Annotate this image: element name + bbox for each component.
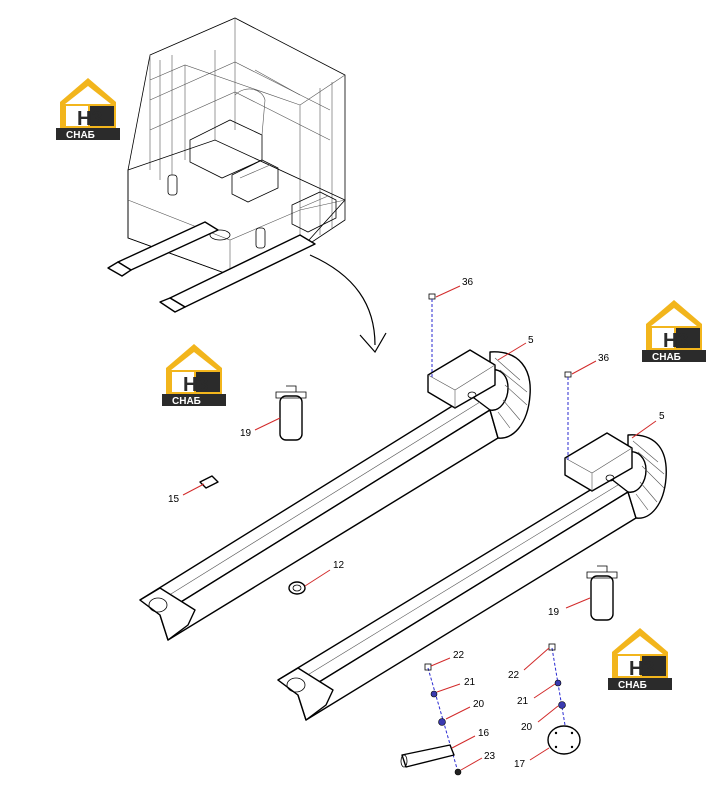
- callout-20b: 20: [521, 722, 533, 733]
- transition-arrow: [309, 254, 376, 346]
- filter-19b: [586, 565, 618, 621]
- clip-15: [199, 475, 219, 489]
- fastener-stack-left: [400, 663, 462, 776]
- callout-23: 23: [484, 751, 496, 762]
- brand-logo-4: H3 СНАБ: [606, 628, 674, 691]
- svg-text:СНАБ: СНАБ: [66, 130, 95, 141]
- callout-5a: 5: [528, 335, 534, 346]
- callout-19a: 19: [240, 428, 252, 439]
- svg-text:СНАБ: СНАБ: [618, 680, 647, 691]
- brand-logo-3: H3 СНАБ: [640, 300, 708, 363]
- cable-chain-2: [277, 432, 667, 721]
- callout-21a: 21: [464, 677, 476, 688]
- callout-36b: 36: [598, 353, 610, 364]
- svg-text:СНАБ: СНАБ: [172, 396, 201, 407]
- callout-15: 15: [168, 494, 180, 505]
- callout-20a: 20: [473, 699, 485, 710]
- callout-16: 16: [478, 728, 490, 739]
- svg-text:H3: H3: [77, 108, 103, 130]
- bolt-36a: [428, 293, 436, 378]
- callout-5b: 5: [659, 411, 665, 422]
- svg-text:H3: H3: [663, 330, 689, 352]
- bolt-36b: [564, 371, 572, 460]
- grommet-12: [288, 581, 306, 595]
- callout-19b: 19: [548, 607, 560, 618]
- cabin-assembly: [107, 17, 346, 313]
- filter-19a: [275, 385, 307, 441]
- svg-text:СНАБ: СНАБ: [652, 352, 681, 363]
- callout-36a: 36: [462, 277, 474, 288]
- cable-chain-1: [139, 349, 531, 641]
- callouts: 36 5 36 5 19 15 12 19 22 21 20 16 23 22 …: [168, 277, 665, 771]
- callout-21b: 21: [517, 696, 529, 707]
- callout-12: 12: [333, 560, 345, 571]
- brand-logo-1: H3 СНАБ: [54, 78, 122, 141]
- brand-logo-2: H3 СНАБ: [160, 344, 228, 407]
- callout-22b: 22: [508, 670, 520, 681]
- callout-17: 17: [514, 759, 526, 770]
- svg-text:H3: H3: [629, 658, 655, 680]
- callout-22a: 22: [453, 650, 465, 661]
- svg-text:H3: H3: [183, 374, 209, 396]
- fastener-stack-right: [547, 643, 581, 755]
